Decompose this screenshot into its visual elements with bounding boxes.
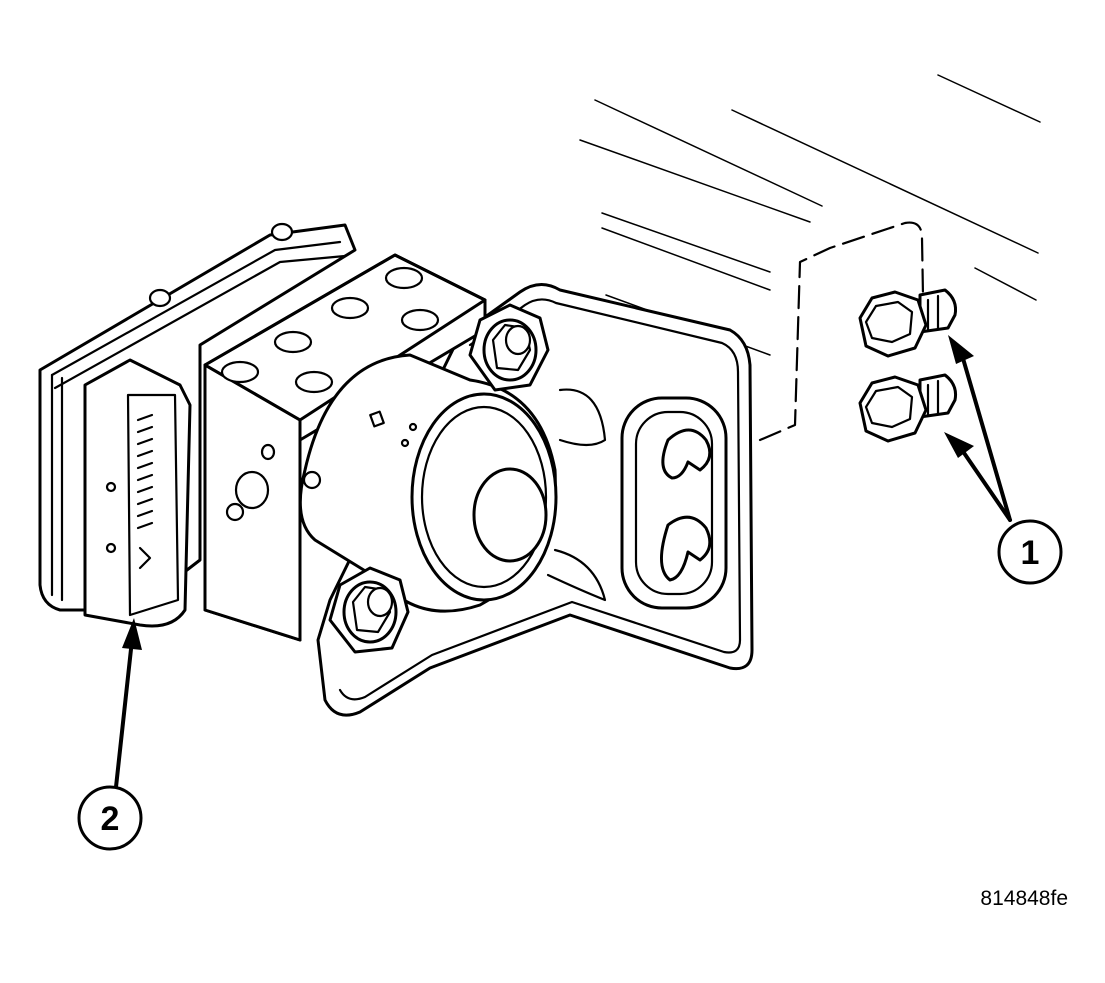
frame-rail-lines [579, 74, 1041, 356]
connector-pins [136, 413, 154, 570]
figure-id: 814848fe [980, 887, 1068, 910]
electronic-control-module [38, 222, 357, 628]
mounting-bolt-upper [858, 288, 957, 358]
bracket-nut-upper [468, 303, 550, 392]
callout-2: 2 [77, 785, 143, 851]
mounting-outline-dashed [758, 221, 925, 442]
callout-1-label: 1 [1021, 534, 1040, 572]
mounting-bolt-lower [858, 373, 957, 443]
bracket-nut-lower [328, 566, 410, 654]
callout-2-label: 2 [101, 800, 120, 838]
callout-2-leader [114, 618, 142, 789]
callout-1-leaders [944, 335, 1012, 522]
callout-1: 1 [997, 519, 1063, 585]
hcu-ports [220, 266, 440, 394]
